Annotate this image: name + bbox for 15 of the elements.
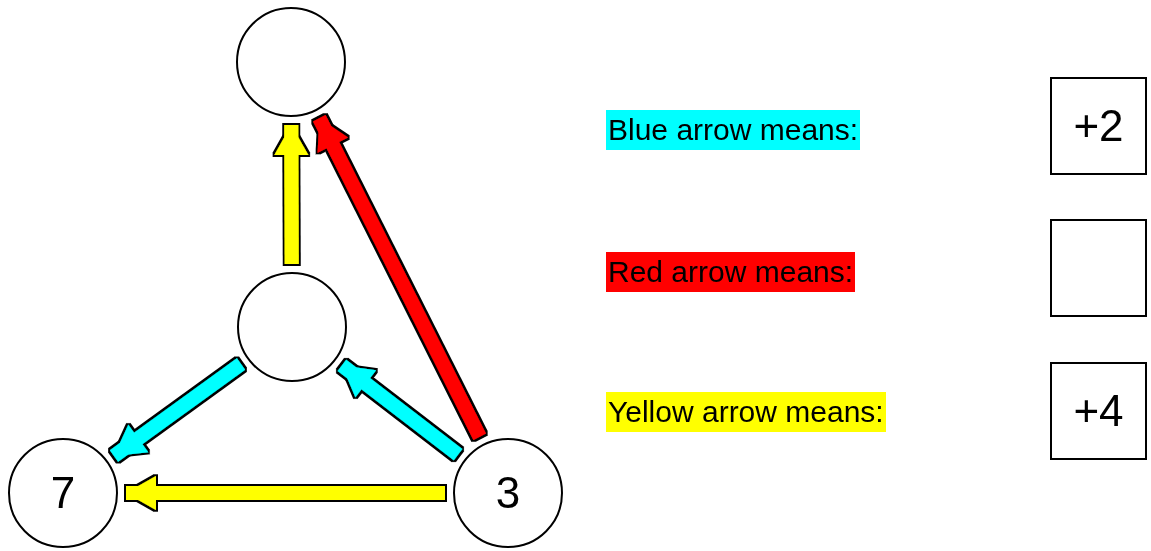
- highlighted-legend-text: Yellow arrow means:: [606, 392, 886, 432]
- arrow: [109, 358, 246, 462]
- number-label: 7: [50, 471, 76, 515]
- arrow: [337, 359, 463, 461]
- number-label: +2: [1073, 104, 1124, 148]
- highlighted-legend-text: Red arrow means:: [606, 252, 856, 292]
- number-label: 3: [495, 471, 521, 515]
- number-label: +4: [1073, 389, 1124, 433]
- answer-box: [1050, 77, 1147, 175]
- arrow: [126, 476, 445, 510]
- highlighted-legend-text: Blue arrow means:: [606, 110, 861, 150]
- arrow: [313, 115, 486, 440]
- square-box: [1050, 219, 1147, 317]
- arrow: [274, 124, 309, 265]
- answer-box: [1050, 362, 1147, 460]
